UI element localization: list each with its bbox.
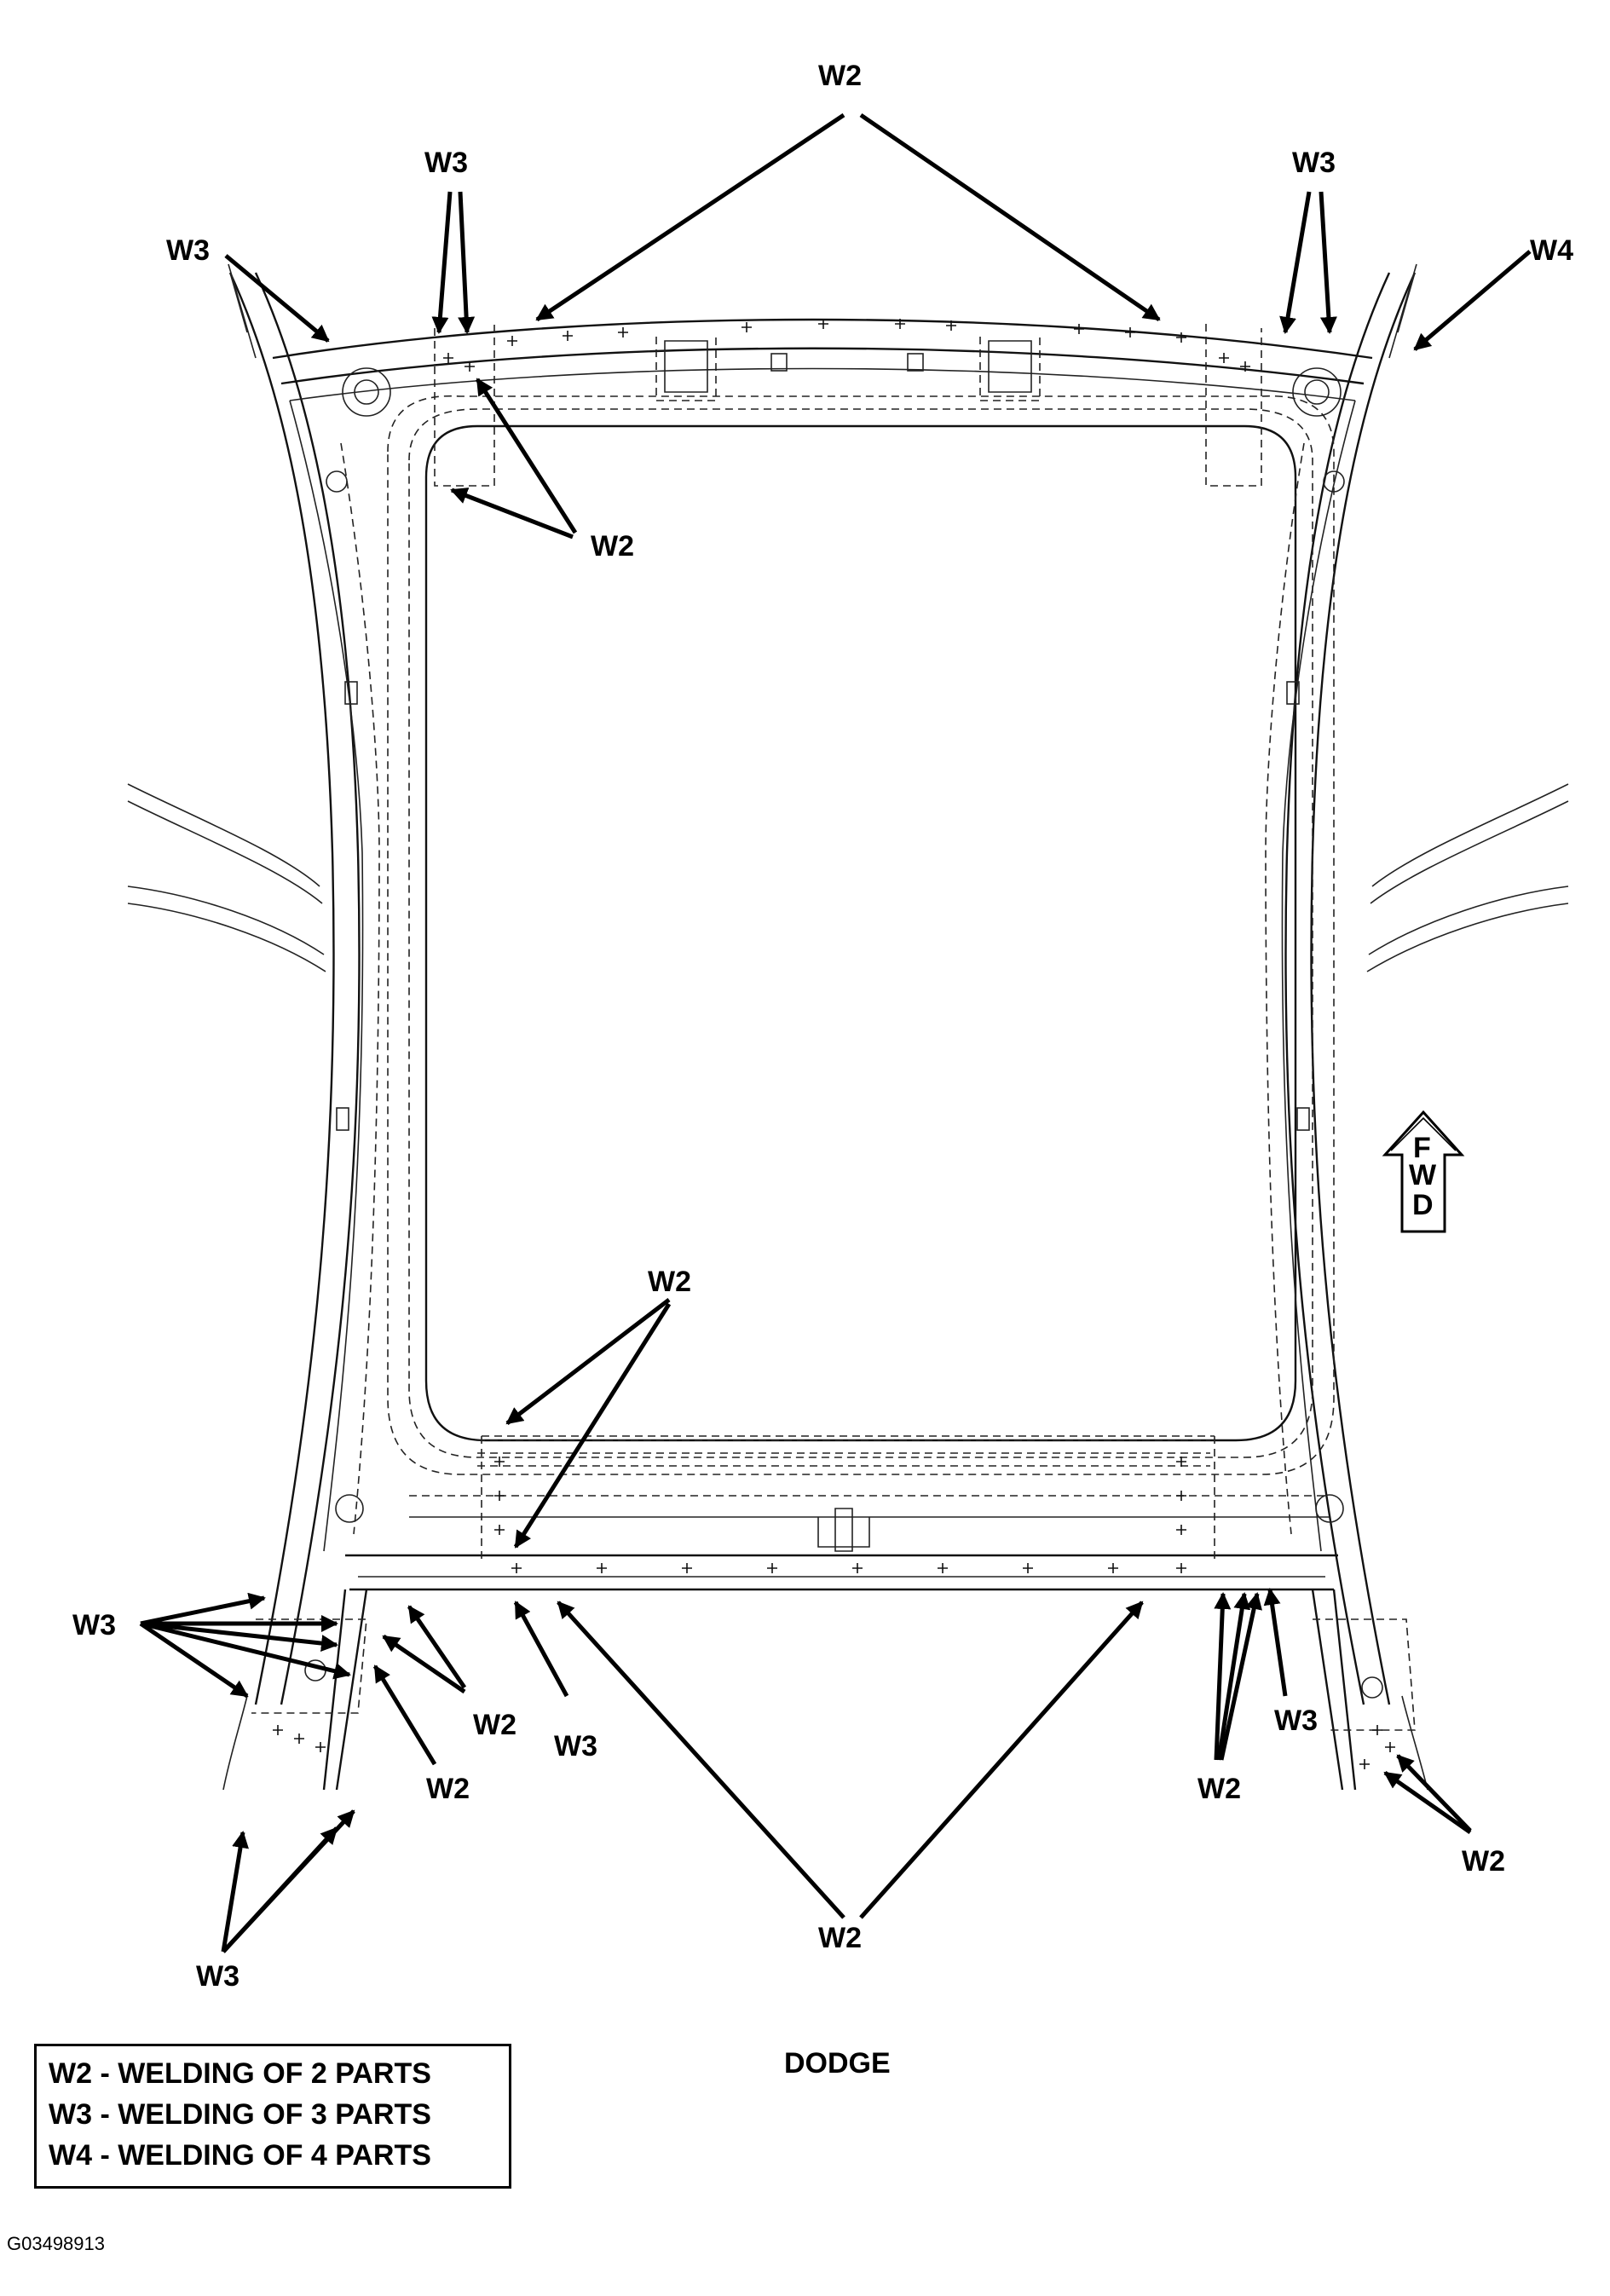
callout-arrows [139,112,1532,1953]
callout-bottom-left-w3: W3 [196,1960,239,1993]
fwd-letter-w: W [1409,1159,1437,1191]
callout-left-w2-lower: W2 [426,1773,470,1805]
callout-inner-left-w2: W2 [591,530,634,562]
forward-arrow-icon [1382,1110,1465,1233]
callout-center-left-w3: W3 [554,1730,597,1762]
callout-top-right-w3: W3 [1292,147,1336,179]
callout-top-w2: W2 [818,60,862,92]
fwd-letter-d: D [1412,1189,1434,1221]
callout-left-w2-upper: W2 [473,1709,516,1741]
brand-label: DODGE [784,2047,891,2080]
weld-spot-marks [273,319,1395,1769]
callout-labels: W2 W3 W3 W3 W4 W2 W2 W3 W2 W3 W2 W3 W2 W… [72,60,1573,1993]
legend-item-w2: W2 - WELDING OF 2 PARTS [49,2057,431,2090]
callout-far-right-w4: W4 [1530,234,1573,267]
callout-far-left-w3: W3 [166,234,210,267]
legend-item-w3: W3 - WELDING OF 3 PARTS [49,2098,431,2131]
figure-id: G03498913 [7,2233,105,2254]
callout-left-fan-w3: W3 [72,1609,116,1641]
callout-top-left-w3: W3 [424,147,468,179]
forward-direction-badge: F W D [1382,1110,1465,1233]
roof-frame-drawing [127,263,1569,1791]
callout-bottom-center-w2: W2 [818,1922,862,1954]
fwd-letter-f: F [1413,1132,1431,1164]
callout-rear-w2: W2 [648,1266,691,1298]
legend-item-w4: W4 - WELDING OF 4 PARTS [49,2139,431,2172]
weld-legend: W2 - WELDING OF 2 PARTS W3 - WELDING OF … [34,2044,511,2189]
callout-right-w2: W2 [1197,1773,1241,1805]
callout-right-w3: W3 [1274,1705,1318,1737]
callout-far-right-w2: W2 [1462,1845,1505,1878]
